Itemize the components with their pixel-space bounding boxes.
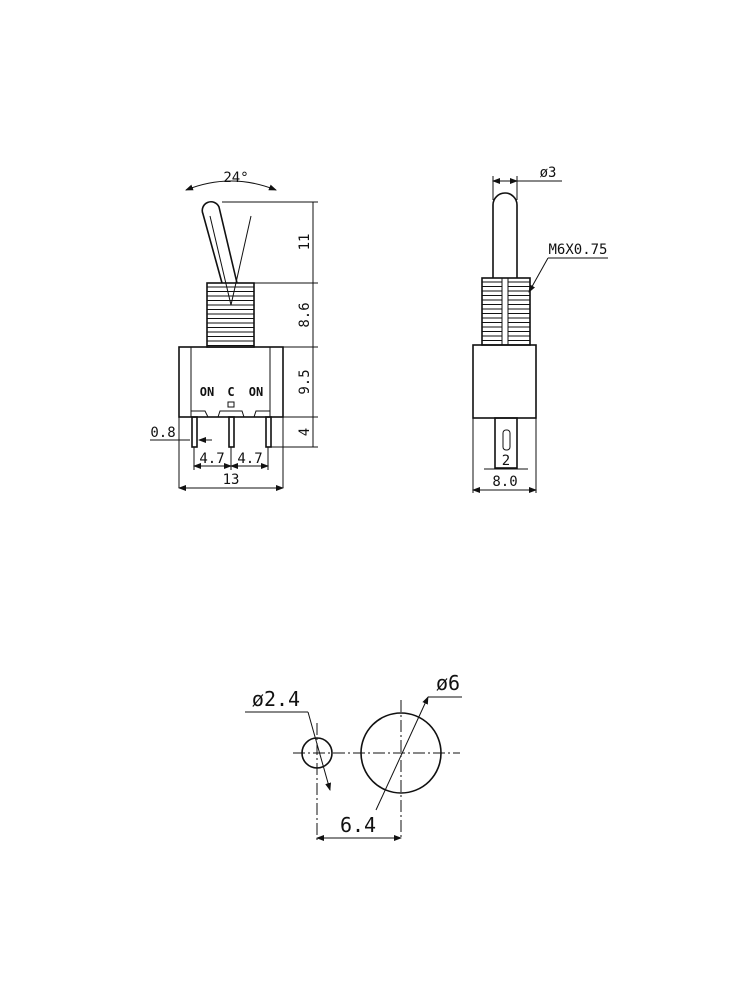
main-hole (360, 712, 442, 794)
angle-dimension: 24° (185, 170, 277, 191)
lever-side (492, 192, 518, 278)
dim-pin-height: 4 (297, 428, 313, 436)
dim-lever-height: 11 (297, 234, 313, 251)
terminal-side (494, 417, 518, 469)
threaded-bushing (206, 282, 255, 348)
position-label-common: C (227, 385, 234, 399)
dim-hole-spacing: 6.4 (340, 813, 376, 837)
position-label-on-right: ON (249, 385, 263, 399)
dim-small-hole: ø2.4 (252, 687, 300, 711)
threaded-bushing-side (481, 277, 531, 346)
dim-pitch-right: 4.7 (237, 451, 262, 467)
small-hole (301, 737, 333, 769)
dim-bushing-height: 8.6 (297, 302, 313, 327)
terminal-pins (191, 416, 272, 448)
angle-label: 24° (223, 170, 248, 186)
front-view: 24° ON C ON (150, 170, 318, 491)
panel-cutout: ø2.4 ø6 6.4 (245, 671, 462, 841)
dim-lever-diameter: ø3 (540, 165, 557, 181)
dim-terminal-width: 2 (502, 453, 510, 469)
dim-main-hole: ø6 (436, 671, 460, 695)
dim-body-height: 9.5 (297, 369, 313, 394)
dim-pin-width: 0.8 (150, 425, 175, 441)
dim-total-width: 13 (223, 472, 240, 488)
dim-pitch-left: 4.7 (199, 451, 224, 467)
height-dimensions: 11 8.6 9.5 4 (222, 201, 318, 448)
thread-spec: M6X0.75 (548, 242, 607, 258)
body-side (472, 344, 537, 419)
toggle-lever (201, 201, 252, 306)
width-dimensions: 0.8 4.7 4.7 13 (150, 425, 284, 491)
dim-depth: 8.0 (492, 474, 517, 490)
side-view: ø3 M6X0.75 2 8.0 (472, 165, 608, 493)
position-label-on-left: ON (200, 385, 214, 399)
switch-body: ON C ON (178, 346, 284, 488)
